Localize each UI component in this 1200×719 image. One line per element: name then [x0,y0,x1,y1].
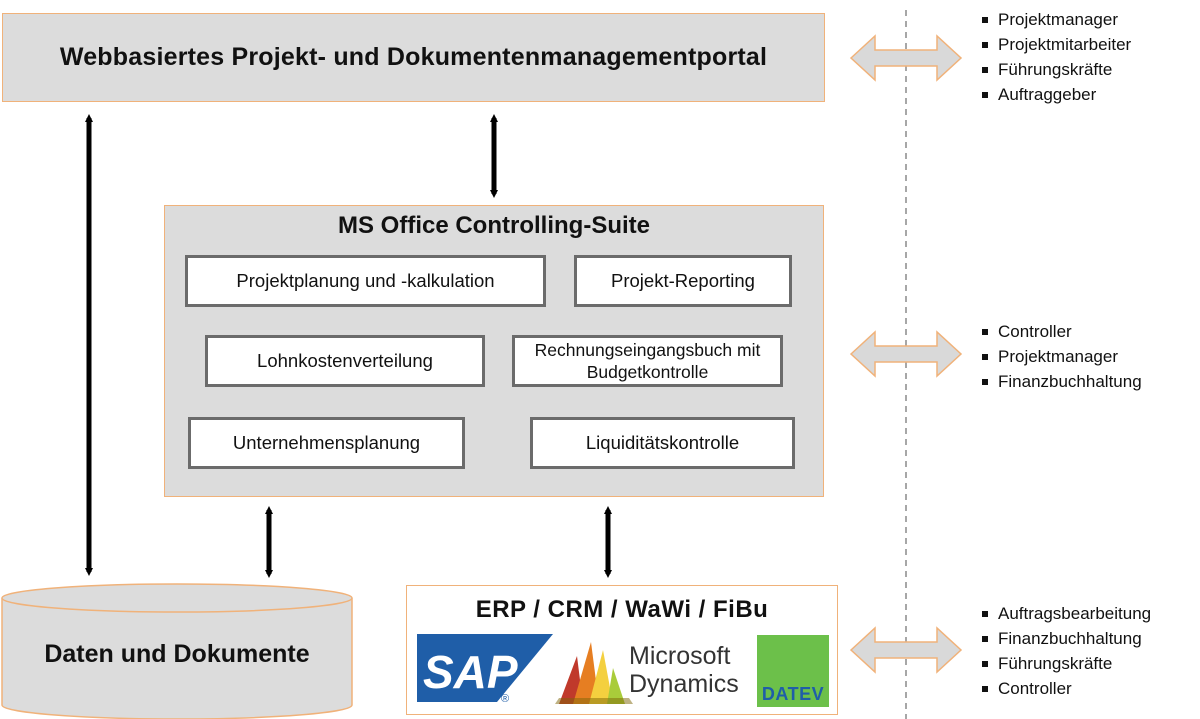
bullet-square-icon [982,686,988,692]
list-item: Führungskräfte [982,57,1131,82]
module-unternehmensplanung: Unternehmensplanung [188,417,465,469]
list-item: Controller [982,319,1142,344]
microsoft-dynamics-logo: Microsoft Dynamics [555,642,739,704]
bullet-square-icon [982,17,988,23]
double-arrow-icon [849,34,963,82]
bullet-square-icon [982,42,988,48]
module-projektplanung: Projektplanung und -kalkulation [185,255,546,307]
bullet-square-icon [982,379,988,385]
bullet-square-icon [982,329,988,335]
double-arrow-icon [849,330,963,378]
module-projekt-reporting: Projekt-Reporting [574,255,792,307]
database-label: Daten und Dokumente [44,640,310,668]
list-item: Finanzbuchhaltung [982,626,1151,651]
bullet-square-icon [982,354,988,360]
list-item: Finanzbuchhaltung [982,369,1142,394]
microsoft-logo-line1: Microsoft [629,642,730,670]
list-item: Controller [982,676,1151,701]
list-item: Auftraggeber [982,82,1131,107]
bullet-square-icon [982,611,988,617]
module-rechnungseingangsbuch: Rechnungseingangsbuch mit Budgetkontroll… [512,335,783,387]
list-item: Führungskräfte [982,651,1151,676]
list-item: Auftragsbearbeitung [982,601,1151,626]
list-item: Projektmitarbeiter [982,32,1131,57]
list-item: Projektmanager [982,7,1131,32]
bullet-square-icon [982,67,988,73]
erp-title: ERP / CRM / WaWi / FiBu [475,596,769,623]
portal-title: Webbasiertes Projekt- und Dokumentenmana… [59,43,768,71]
user-list-erp: Auftragsbearbeitung Finanzbuchhaltung Fü… [982,601,1151,701]
microsoft-logo-line2: Dynamics [629,670,739,698]
erp-box: ERP / CRM / WaWi / FiBu SAP ® Microsoft … [406,585,838,715]
datev-logo-text: DATEV [761,684,825,704]
bullet-square-icon [982,661,988,667]
bullet-square-icon [982,92,988,98]
bullet-square-icon [982,636,988,642]
sap-logo-text: SAP [423,646,518,698]
double-arrow-icon [849,626,963,674]
sap-logo: SAP ® [417,634,553,705]
connection-arrows [85,114,612,578]
module-liquiditaetskontrolle: Liquiditätskontrolle [530,417,795,469]
portal-box: Webbasiertes Projekt- und Dokumentenmana… [2,13,825,102]
list-item: Projektmanager [982,344,1142,369]
user-list-portal: Projektmanager Projektmitarbeiter Führun… [982,7,1131,107]
sap-logo-mark: ® [501,693,509,705]
database-cylinder-icon [1,583,353,719]
datev-logo: DATEV [757,635,829,707]
module-lohnkostenverteilung: Lohnkostenverteilung [205,335,485,387]
suite-title: MS Office Controlling-Suite [338,212,650,239]
user-list-suite: Controller Projektmanager Finanzbuchhalt… [982,319,1142,394]
